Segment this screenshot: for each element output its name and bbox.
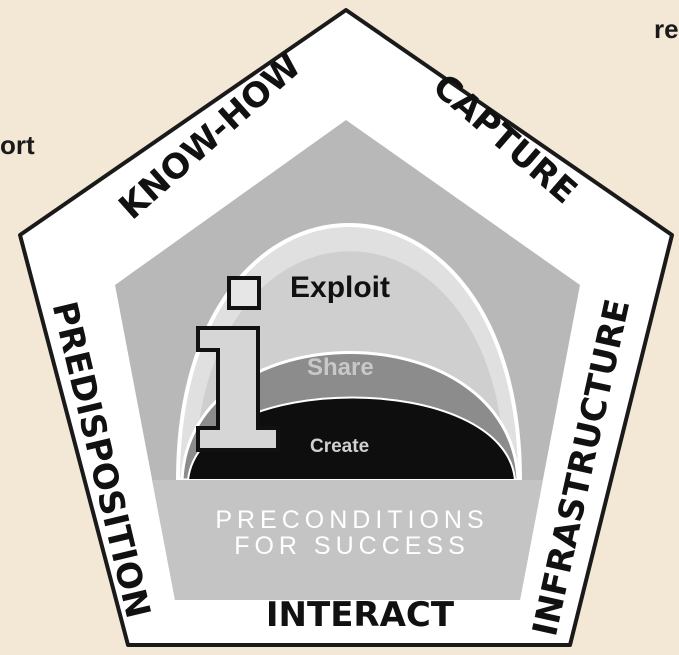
create-label: Create <box>310 436 369 457</box>
share-label: Share <box>307 354 374 381</box>
preconditions-line-2: FOR SUCCESS <box>234 532 470 560</box>
preconditions-band <box>115 480 580 600</box>
edge-label-interact: INTERACT <box>266 595 455 635</box>
exploit-label: Exploit <box>290 271 390 304</box>
preconditions-line-1: PRECONDITIONS <box>215 506 488 534</box>
info-i-icon <box>196 276 280 452</box>
right-cut-off-text: re <box>654 14 679 44</box>
left-cut-off-text: ort <box>0 130 35 160</box>
